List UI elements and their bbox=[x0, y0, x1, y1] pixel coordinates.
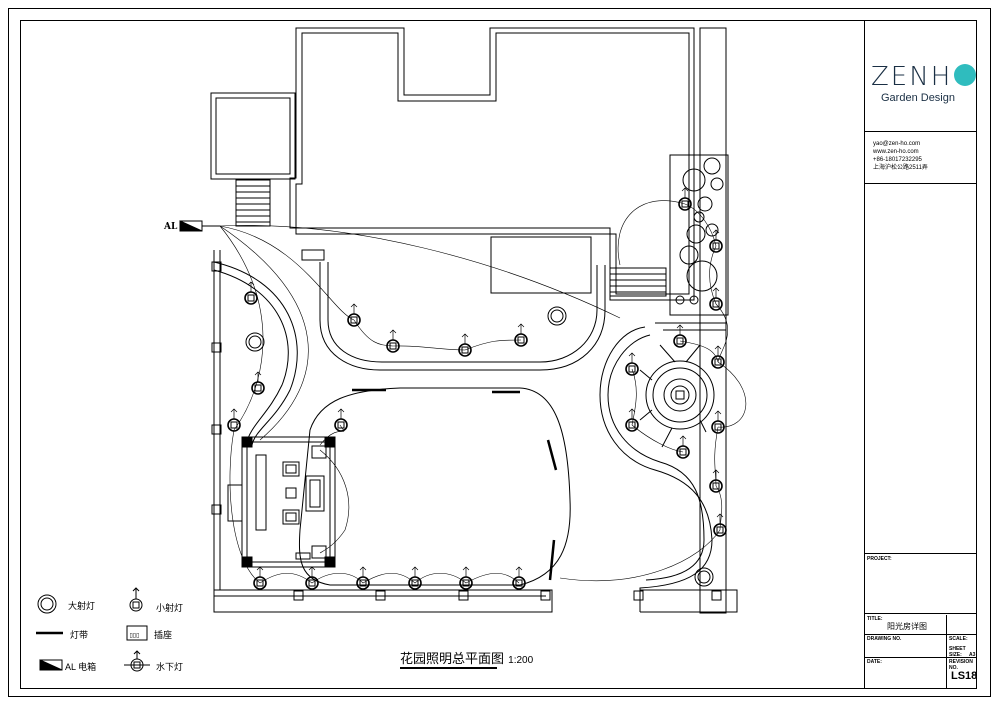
big-lights bbox=[245, 306, 714, 587]
legend-underwater-label: 水下灯 bbox=[156, 662, 184, 672]
small-light-marker bbox=[253, 566, 267, 590]
sunroom-box bbox=[210, 92, 296, 180]
sheet-code: LS18 bbox=[951, 670, 978, 682]
contact-address: 上海沪松公路2511弄 bbox=[873, 165, 928, 171]
legend-box-label: AL 电箱 bbox=[65, 662, 97, 672]
logo-circle-icon bbox=[954, 64, 977, 86]
big-light-marker bbox=[547, 306, 567, 326]
legend-socket-label: 插座 bbox=[154, 630, 173, 640]
legend-big-light-label: 大射灯 bbox=[68, 601, 96, 611]
drawing-title: 花园照明总平面图 1:200 bbox=[400, 648, 533, 667]
equipment-box bbox=[490, 236, 592, 294]
big-light-marker bbox=[694, 567, 714, 587]
contact-email: yao@zen-ho.com bbox=[873, 141, 921, 147]
bottom-boundary bbox=[213, 28, 738, 613]
big-light-marker bbox=[245, 332, 265, 352]
small-light-marker bbox=[713, 513, 727, 537]
stairs-left bbox=[235, 179, 271, 227]
divider bbox=[865, 553, 977, 554]
small-light-marker bbox=[356, 566, 370, 590]
legend: ▯▯▯ bbox=[36, 587, 150, 672]
contact-info: yao@zen-ho.com www.zen-ho.com +86-180172… bbox=[873, 140, 928, 172]
sunroom-furniture bbox=[227, 436, 336, 568]
left-garden-bed bbox=[211, 250, 298, 590]
small-light-marker bbox=[625, 352, 639, 376]
al-electrical-box bbox=[179, 220, 220, 232]
small-light-marker bbox=[459, 566, 473, 590]
title-block: ZENH Garden Design yao@zen-ho.com www.ze… bbox=[864, 20, 977, 689]
sunroom-inner bbox=[215, 97, 291, 175]
small-light-marker bbox=[673, 324, 687, 348]
divider bbox=[865, 131, 977, 132]
small-light-marker bbox=[709, 229, 723, 253]
stairs-right bbox=[609, 267, 667, 297]
project-label: PROJECT: bbox=[867, 556, 892, 562]
al-label: AL bbox=[164, 222, 178, 232]
date-label: DATE: bbox=[867, 659, 882, 665]
divider bbox=[946, 615, 947, 689]
small-light-marker bbox=[514, 323, 528, 347]
wiring bbox=[219, 200, 747, 584]
svg-text:▯▯▯: ▯▯▯ bbox=[130, 633, 140, 639]
small-light-marker bbox=[251, 371, 265, 395]
sheet-size-label: SHEET SIZE: bbox=[949, 646, 966, 658]
company-logo: ZENH bbox=[871, 62, 977, 92]
drawing-frame bbox=[8, 8, 991, 697]
small-light-marker bbox=[678, 187, 692, 211]
small-lights bbox=[227, 187, 727, 590]
pebble-garden bbox=[669, 27, 729, 614]
sheet-size-value: A3 bbox=[969, 652, 976, 658]
small-light-marker bbox=[227, 408, 241, 432]
legend-box-icon bbox=[39, 659, 63, 671]
small-light-marker bbox=[711, 410, 725, 434]
drawing-border bbox=[20, 20, 977, 689]
small-light-marker bbox=[244, 281, 258, 305]
legend-small-light-icon bbox=[129, 587, 143, 612]
divider bbox=[865, 613, 977, 614]
small-light-marker bbox=[305, 566, 319, 590]
title-value: 阳光房详图 bbox=[887, 622, 927, 631]
small-light-marker bbox=[458, 333, 472, 357]
small-light-marker bbox=[386, 329, 400, 353]
title-label: TITLE: bbox=[867, 616, 883, 622]
small-light-marker bbox=[625, 408, 639, 432]
revision-label: REVISION NO. bbox=[949, 659, 973, 671]
legend-big-light-icon bbox=[37, 594, 57, 614]
small-light-marker bbox=[408, 566, 422, 590]
drawing-title-text: 花园照明总平面图 bbox=[400, 652, 505, 667]
step-box bbox=[301, 249, 325, 261]
small-light-marker bbox=[711, 345, 725, 369]
logo-subtitle: Garden Design bbox=[881, 92, 955, 104]
divider bbox=[865, 183, 977, 184]
house-planter bbox=[319, 262, 606, 371]
title-underline bbox=[400, 667, 497, 669]
drawing-scale: 1:200 bbox=[508, 655, 534, 666]
small-light-marker bbox=[709, 287, 723, 311]
scale-label: SCALE: bbox=[949, 636, 968, 642]
legend-underwater-icon bbox=[124, 650, 150, 672]
small-light-marker bbox=[347, 303, 361, 327]
small-light-marker bbox=[334, 408, 348, 432]
legend-socket-icon: ▯▯▯ bbox=[126, 625, 148, 641]
divider bbox=[865, 657, 977, 658]
legend-strip-label: 灯带 bbox=[70, 630, 89, 640]
small-light-marker bbox=[512, 566, 526, 590]
contact-phone: +86-18017232295 bbox=[873, 157, 922, 163]
divider bbox=[865, 634, 977, 635]
small-light-marker bbox=[676, 435, 690, 459]
house-outline bbox=[289, 27, 695, 301]
contact-website: www.zen-ho.com bbox=[873, 149, 919, 155]
lawn bbox=[299, 387, 571, 586]
drawing-no-label: DRAWING NO. bbox=[867, 636, 902, 642]
legend-small-light-label: 小射灯 bbox=[156, 603, 184, 613]
